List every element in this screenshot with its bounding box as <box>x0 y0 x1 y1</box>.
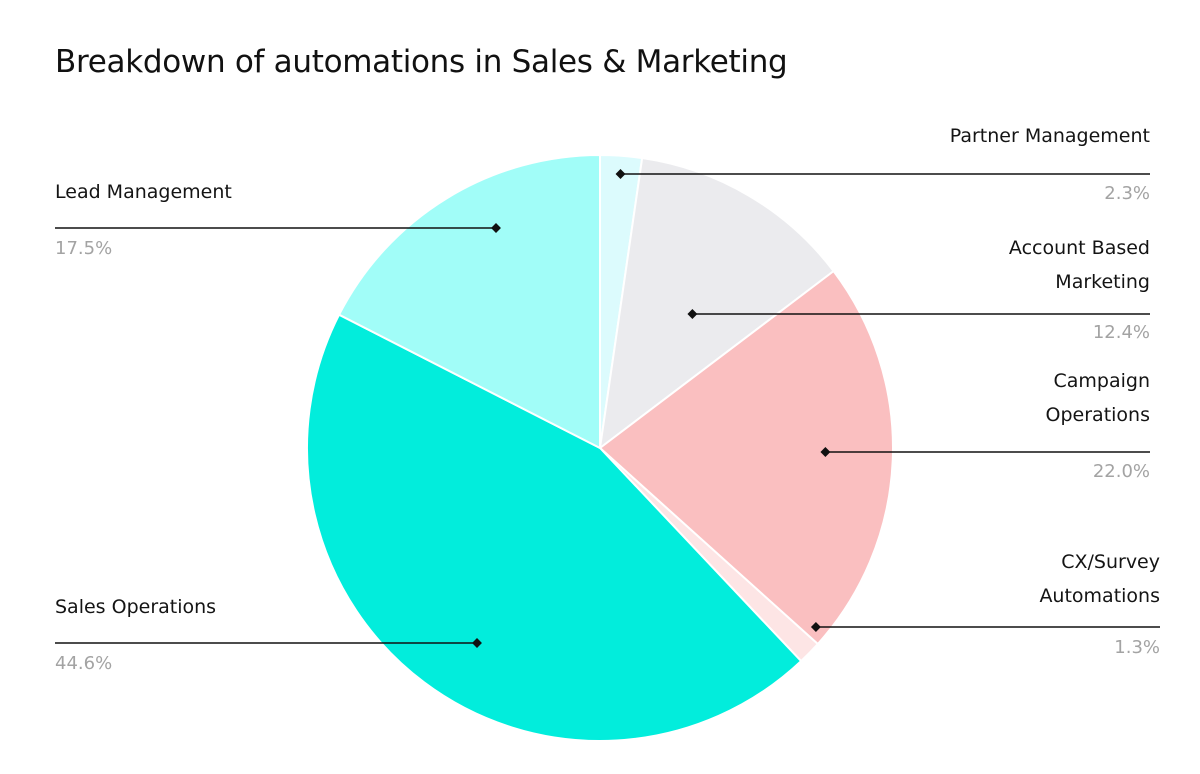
callout-marker-cx-survey-automations <box>810 622 821 632</box>
slice-label-campaign-operations: Campaign <box>1053 370 1150 392</box>
callout-marker-partner-management <box>615 169 626 179</box>
slice-label-cx-survey-automations: CX/Survey <box>1061 551 1160 573</box>
slice-value-sales-operations: 44.6% <box>55 653 112 674</box>
callout-marker-campaign-operations <box>820 447 831 457</box>
slice-campaign-operations[interactable] <box>598 269 894 646</box>
slice-label-campaign-operations: Operations <box>1046 404 1150 426</box>
slice-lead-management[interactable] <box>337 153 601 450</box>
slice-labels: Partner Management 2.3% Account BasedMarke… <box>55 125 1160 674</box>
slice-value-partner-management: 2.3% <box>1104 183 1150 204</box>
pie-slices <box>306 153 894 742</box>
slice-label-partner-management: Partner Management <box>950 125 1150 147</box>
slice-value-lead-management: 17.5% <box>55 238 112 259</box>
chart-title: Breakdown of automations in Sales & Mark… <box>55 44 788 80</box>
slice-account-based-marketing[interactable] <box>598 156 835 451</box>
slice-label-account-based-marketing: Account Based <box>1009 237 1150 259</box>
slice-label-account-based-marketing: Marketing <box>1055 271 1150 293</box>
slice-value-cx-survey-automations: 1.3% <box>1114 637 1160 658</box>
callout-lines <box>55 169 1160 648</box>
slice-label-cx-survey-automations: Automations <box>1039 585 1160 607</box>
slice-sales-operations[interactable] <box>306 313 803 742</box>
slice-value-account-based-marketing: 12.4% <box>1093 322 1150 343</box>
callout-marker-sales-operations <box>472 638 482 648</box>
slice-label-sales-operations: Sales Operations <box>55 596 216 618</box>
callout-marker-account-based-marketing <box>687 309 698 319</box>
slice-value-campaign-operations: 22.0% <box>1093 461 1150 482</box>
slice-label-lead-management: Lead Management <box>55 181 232 203</box>
